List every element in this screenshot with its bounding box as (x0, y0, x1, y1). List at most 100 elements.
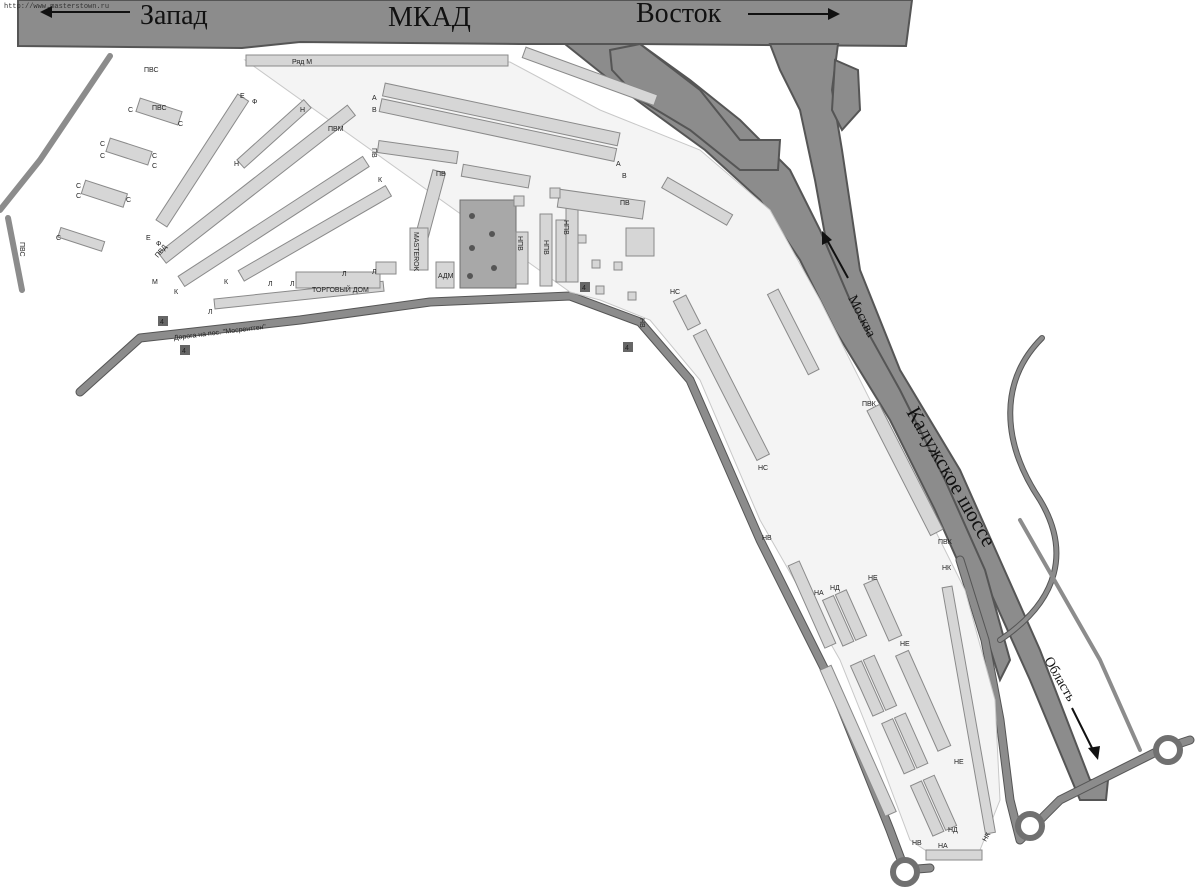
kiosk (513, 195, 525, 207)
east-diagonal-block (661, 176, 734, 226)
kiosk (577, 234, 587, 244)
pvs-label: ПВС (18, 242, 25, 257)
pvk-label: ПВК (862, 401, 877, 408)
pv-label: ПВ (370, 148, 377, 158)
nv-label: НВ (762, 535, 772, 542)
mosrentgen-road-fill (76, 292, 934, 874)
row-letter: Ф (252, 99, 257, 106)
row-letter: С (126, 197, 131, 204)
ns-label: НС (670, 289, 680, 296)
pv-building (376, 140, 459, 165)
nd-label: НД (830, 585, 840, 592)
trading-house (295, 271, 381, 289)
row-letter: Е (240, 93, 245, 100)
gate-marker-label: 4 (625, 345, 629, 352)
na-block-4 (909, 780, 945, 837)
loop-road (998, 336, 1059, 642)
moscow-arrowhead (822, 231, 832, 245)
plaza-tree (469, 213, 475, 219)
row-letter: Л (268, 281, 273, 288)
small-block-l (375, 261, 397, 275)
row-letter: С (152, 153, 157, 160)
na-label: НА (938, 843, 948, 850)
row-a-building (381, 82, 621, 147)
row-m-building (245, 54, 509, 67)
plaza-tree (467, 273, 473, 279)
row-letter: Ф (156, 241, 161, 248)
ne-block-1 (863, 578, 903, 642)
row-letter: А (616, 161, 621, 168)
ne-label: НЕ (900, 641, 910, 648)
npv-column-2 (539, 213, 553, 287)
npv-label: НПВ (562, 220, 569, 235)
gate-marker-label: 4 (582, 285, 586, 292)
plaza-tree (489, 231, 495, 237)
nk-row (941, 585, 996, 835)
row-letter: С (128, 107, 133, 114)
pv-label: ПВ (620, 200, 630, 207)
row-m-label: Ряд М (292, 59, 312, 66)
ne-label: НЕ (954, 759, 964, 766)
pvs-block-2 (105, 137, 153, 166)
gate-marker (623, 342, 633, 352)
row-letter: С (76, 193, 81, 200)
pvk-row (866, 403, 944, 537)
row-letter: С (76, 183, 81, 190)
pvs-label: ПВС (152, 105, 167, 112)
kiosk (595, 285, 605, 295)
nd-block-3 (893, 712, 929, 769)
west-perimeter-road (0, 53, 113, 213)
na-label: НА (814, 590, 824, 597)
kiosk (613, 261, 623, 271)
row-letter: Л (372, 269, 377, 276)
market-ground (243, 59, 1001, 861)
row-letter: Н (234, 161, 239, 168)
npv-label: НПВ (516, 236, 523, 251)
gate-marker-label: 4 (160, 319, 164, 326)
ns-block-1 (672, 294, 702, 331)
row-letter: С (152, 163, 157, 170)
row-letter: С (100, 141, 105, 148)
pvk-label: ПВК (938, 539, 953, 546)
kiosk (591, 259, 601, 269)
npv-column-1 (515, 231, 529, 285)
nv-row-1 (787, 560, 837, 649)
nv-label: НВ (912, 840, 922, 847)
nv-label: НВ (638, 318, 645, 328)
row-letter: С (56, 235, 61, 242)
row-m-extension (521, 46, 659, 107)
nd-block-2 (862, 654, 898, 712)
nd-block-4 (922, 774, 958, 832)
row-letter: В (622, 173, 627, 180)
pvm-label: ПВМ (328, 126, 344, 133)
region-arrow (1071, 707, 1095, 753)
npv-column-4 (565, 199, 579, 283)
ne-label: НЕ (868, 575, 878, 582)
pvs-label: ПВС (144, 67, 159, 74)
watermark: http://www.masterstown.ru (4, 3, 109, 11)
west-arrowhead (40, 6, 52, 18)
row-letter: С (178, 121, 183, 128)
row-letter: Л (290, 281, 295, 288)
row-letter: А (372, 95, 377, 102)
trading-house-label: ТОРГОВЫЙ ДОМ (312, 285, 369, 294)
nk-label: НК (942, 565, 952, 572)
ns-label: НС (758, 465, 768, 472)
row-letter: Е (146, 235, 151, 242)
east-label: Восток (636, 0, 722, 29)
row-k-2 (237, 184, 393, 282)
roundabout-1 (1015, 811, 1045, 841)
gate-marker-label: 4 (182, 348, 186, 355)
row-pvm (157, 104, 357, 264)
region-road (956, 556, 1194, 844)
npv-label: НПВ (542, 240, 549, 255)
west-label: Запад (140, 0, 208, 31)
adm-building (435, 261, 455, 289)
kiosk (549, 187, 561, 199)
gate-marker (158, 316, 168, 326)
row-letter: К (378, 177, 383, 184)
row-letter: Н (300, 107, 305, 114)
row-letter: М (152, 279, 158, 286)
gate-marker (580, 282, 590, 292)
